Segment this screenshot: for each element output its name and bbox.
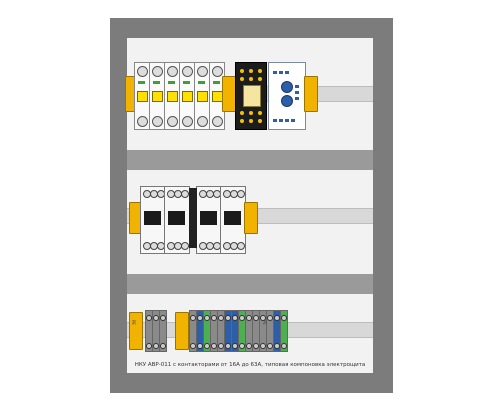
contactor-module [220,186,246,254]
cable-duct-1 [127,150,373,170]
terminal-block [196,310,204,352]
circuit-breaker-pole [164,62,180,130]
contactor-module [196,186,222,254]
mechanical-interlock [189,188,197,248]
circuit-breaker-pole [194,62,210,130]
rail-end-stop-row3-left [129,312,143,350]
contactor-module [164,186,190,254]
phase-control-relay [235,62,267,130]
circuit-breaker-pole [134,62,150,130]
enclosure-frame-left [110,38,127,393]
relay-face [243,85,261,107]
enclosure-frame-right [373,38,393,393]
contactor-module [140,186,166,254]
rail-end-stop-row3-mid [175,312,189,350]
circuit-breaker-pole [209,62,225,130]
pe-label-right: PE [261,320,267,325]
rail-end-stop-row2-right [244,202,258,234]
enclosure-frame-bottom [110,373,393,393]
avr-controller [268,62,306,130]
rail-end-stop-right [304,76,318,112]
rail-end-stop-mid [222,76,236,112]
cable-duct-2 [127,274,373,294]
terminal-block [280,310,288,352]
adjust-knob-1 [281,81,293,93]
circuit-breaker-pole [179,62,195,130]
enclosure-frame-top [110,18,393,38]
terminal-block [159,310,167,352]
diagram-caption: НКУ АВР-011 с контакторами от 16А до 63А… [134,362,366,368]
pe-label-left: PE [130,320,136,325]
circuit-breaker-pole [149,62,165,130]
adjust-knob-2 [281,95,293,107]
